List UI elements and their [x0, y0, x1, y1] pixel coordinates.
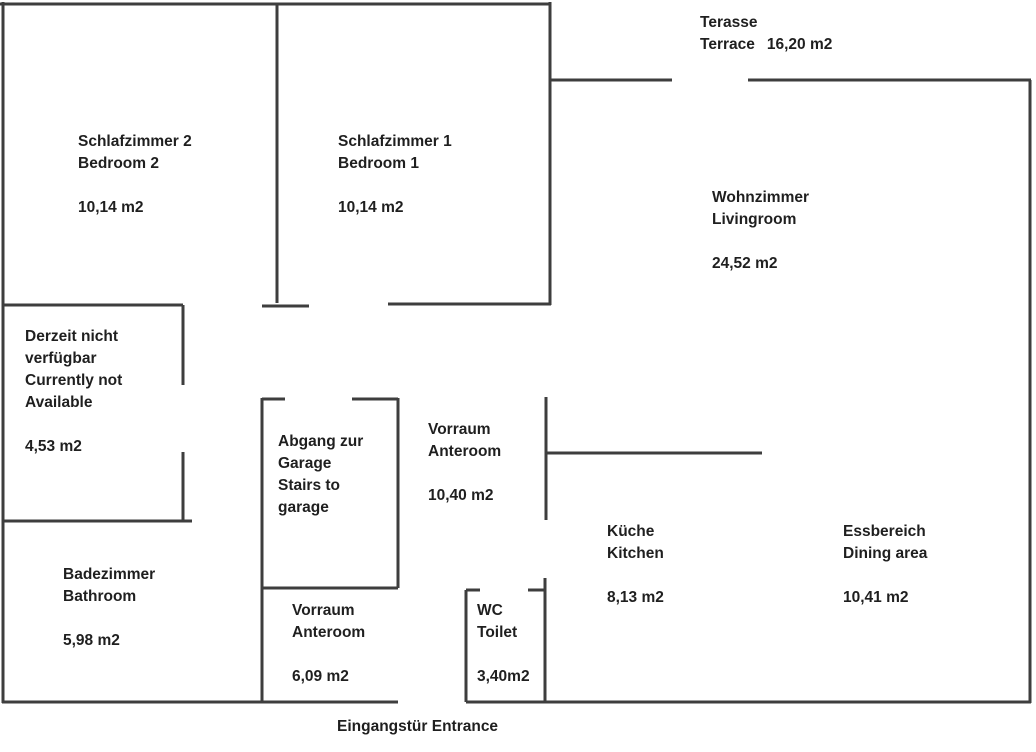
room-name-en: Bedroom 1	[338, 155, 419, 172]
garage-line-de-1: Abgang zur	[278, 433, 364, 450]
spacer	[63, 608, 155, 630]
room-name-de: WC	[477, 602, 503, 619]
room-label-closet: Derzeit nicht verfügbar Currently not Av…	[25, 326, 122, 458]
room-name-en: Toilet	[477, 624, 518, 641]
closet-line-de-1: Derzeit nicht	[25, 328, 119, 345]
room-area: 10,14 m2	[78, 199, 144, 216]
room-name-en: Terrace	[700, 36, 755, 53]
room-area: 8,13 m2	[607, 589, 664, 606]
room-name-de: Terasse	[700, 14, 758, 31]
room-label-anteroom-lower: Vorraum Anteroom 6,09 m2	[292, 600, 365, 688]
room-area: 16,20 m2	[766, 36, 833, 53]
room-name-en: Livingroom	[712, 211, 797, 228]
room-area: 10,40 m2	[428, 487, 494, 504]
room-name-de: Schlafzimmer 2	[78, 133, 192, 150]
spacer	[607, 565, 664, 587]
room-label-wc: WC Toilet 3,40m2	[477, 600, 530, 688]
spacer	[78, 175, 192, 197]
room-area: 4,53 m2	[25, 438, 82, 455]
spacer	[428, 463, 501, 485]
spacer	[338, 175, 452, 197]
room-name-en: Bathroom	[63, 588, 137, 605]
room-name-de: Schlafzimmer 1	[338, 133, 452, 150]
spacer	[843, 565, 927, 587]
closet-line-en-2: Available	[25, 394, 93, 411]
closet-line-de-2: verfügbar	[25, 350, 97, 367]
room-area: 10,14 m2	[338, 199, 404, 216]
spacer	[712, 231, 809, 253]
room-area: 3,40m2	[477, 668, 530, 685]
room-name-de: Vorraum	[428, 421, 491, 438]
spacer	[292, 644, 365, 666]
room-name-de: Küche	[607, 523, 655, 540]
garage-line-de-2: Garage	[278, 455, 332, 472]
room-label-bedroom1: Schlafzimmer 1 Bedroom 1 10,14 m2	[338, 131, 452, 219]
room-name-en: Anteroom	[428, 443, 502, 460]
room-area: 5,98 m2	[63, 632, 120, 649]
garage-line-en-1: Stairs to	[278, 477, 341, 494]
spacer	[25, 414, 122, 436]
room-name-de: Wohnzimmer	[712, 189, 810, 206]
spacer	[477, 644, 530, 666]
room-name-de: Vorraum	[292, 602, 355, 619]
room-label-bedroom2: Schlafzimmer 2 Bedroom 2 10,14 m2	[78, 131, 192, 219]
garage-line-en-2: garage	[278, 499, 329, 516]
room-name-en: Kitchen	[607, 545, 664, 562]
room-name-de: Essbereich	[843, 523, 926, 540]
entrance-text: Eingangstür Entrance	[337, 718, 499, 735]
room-name-en: Dining area	[843, 545, 928, 562]
room-name-en-area: Terrace 16,20 m2	[700, 34, 832, 56]
room-label-dining: Essbereich Dining area 10,41 m2	[843, 521, 927, 609]
room-label-kitchen: Küche Kitchen 8,13 m2	[607, 521, 664, 609]
room-name-en: Anteroom	[292, 624, 366, 641]
room-area: 6,09 m2	[292, 668, 349, 685]
room-label-terrace: Terasse Terrace 16,20 m2	[700, 12, 832, 56]
closet-line-en-1: Currently not	[25, 372, 123, 389]
room-name-de: Badezimmer	[63, 566, 156, 583]
room-area: 10,41 m2	[843, 589, 909, 606]
room-area: 24,52 m2	[712, 255, 778, 272]
room-label-livingroom: Wohnzimmer Livingroom 24,52 m2	[712, 187, 809, 275]
room-label-anteroom-upper: Vorraum Anteroom 10,40 m2	[428, 419, 501, 507]
room-name-en: Bedroom 2	[78, 155, 159, 172]
room-label-bathroom: Badezimmer Bathroom 5,98 m2	[63, 564, 155, 652]
entrance-label: Eingangstür Entrance	[337, 716, 498, 738]
room-label-garage-stairs: Abgang zur Garage Stairs to garage	[278, 431, 363, 519]
